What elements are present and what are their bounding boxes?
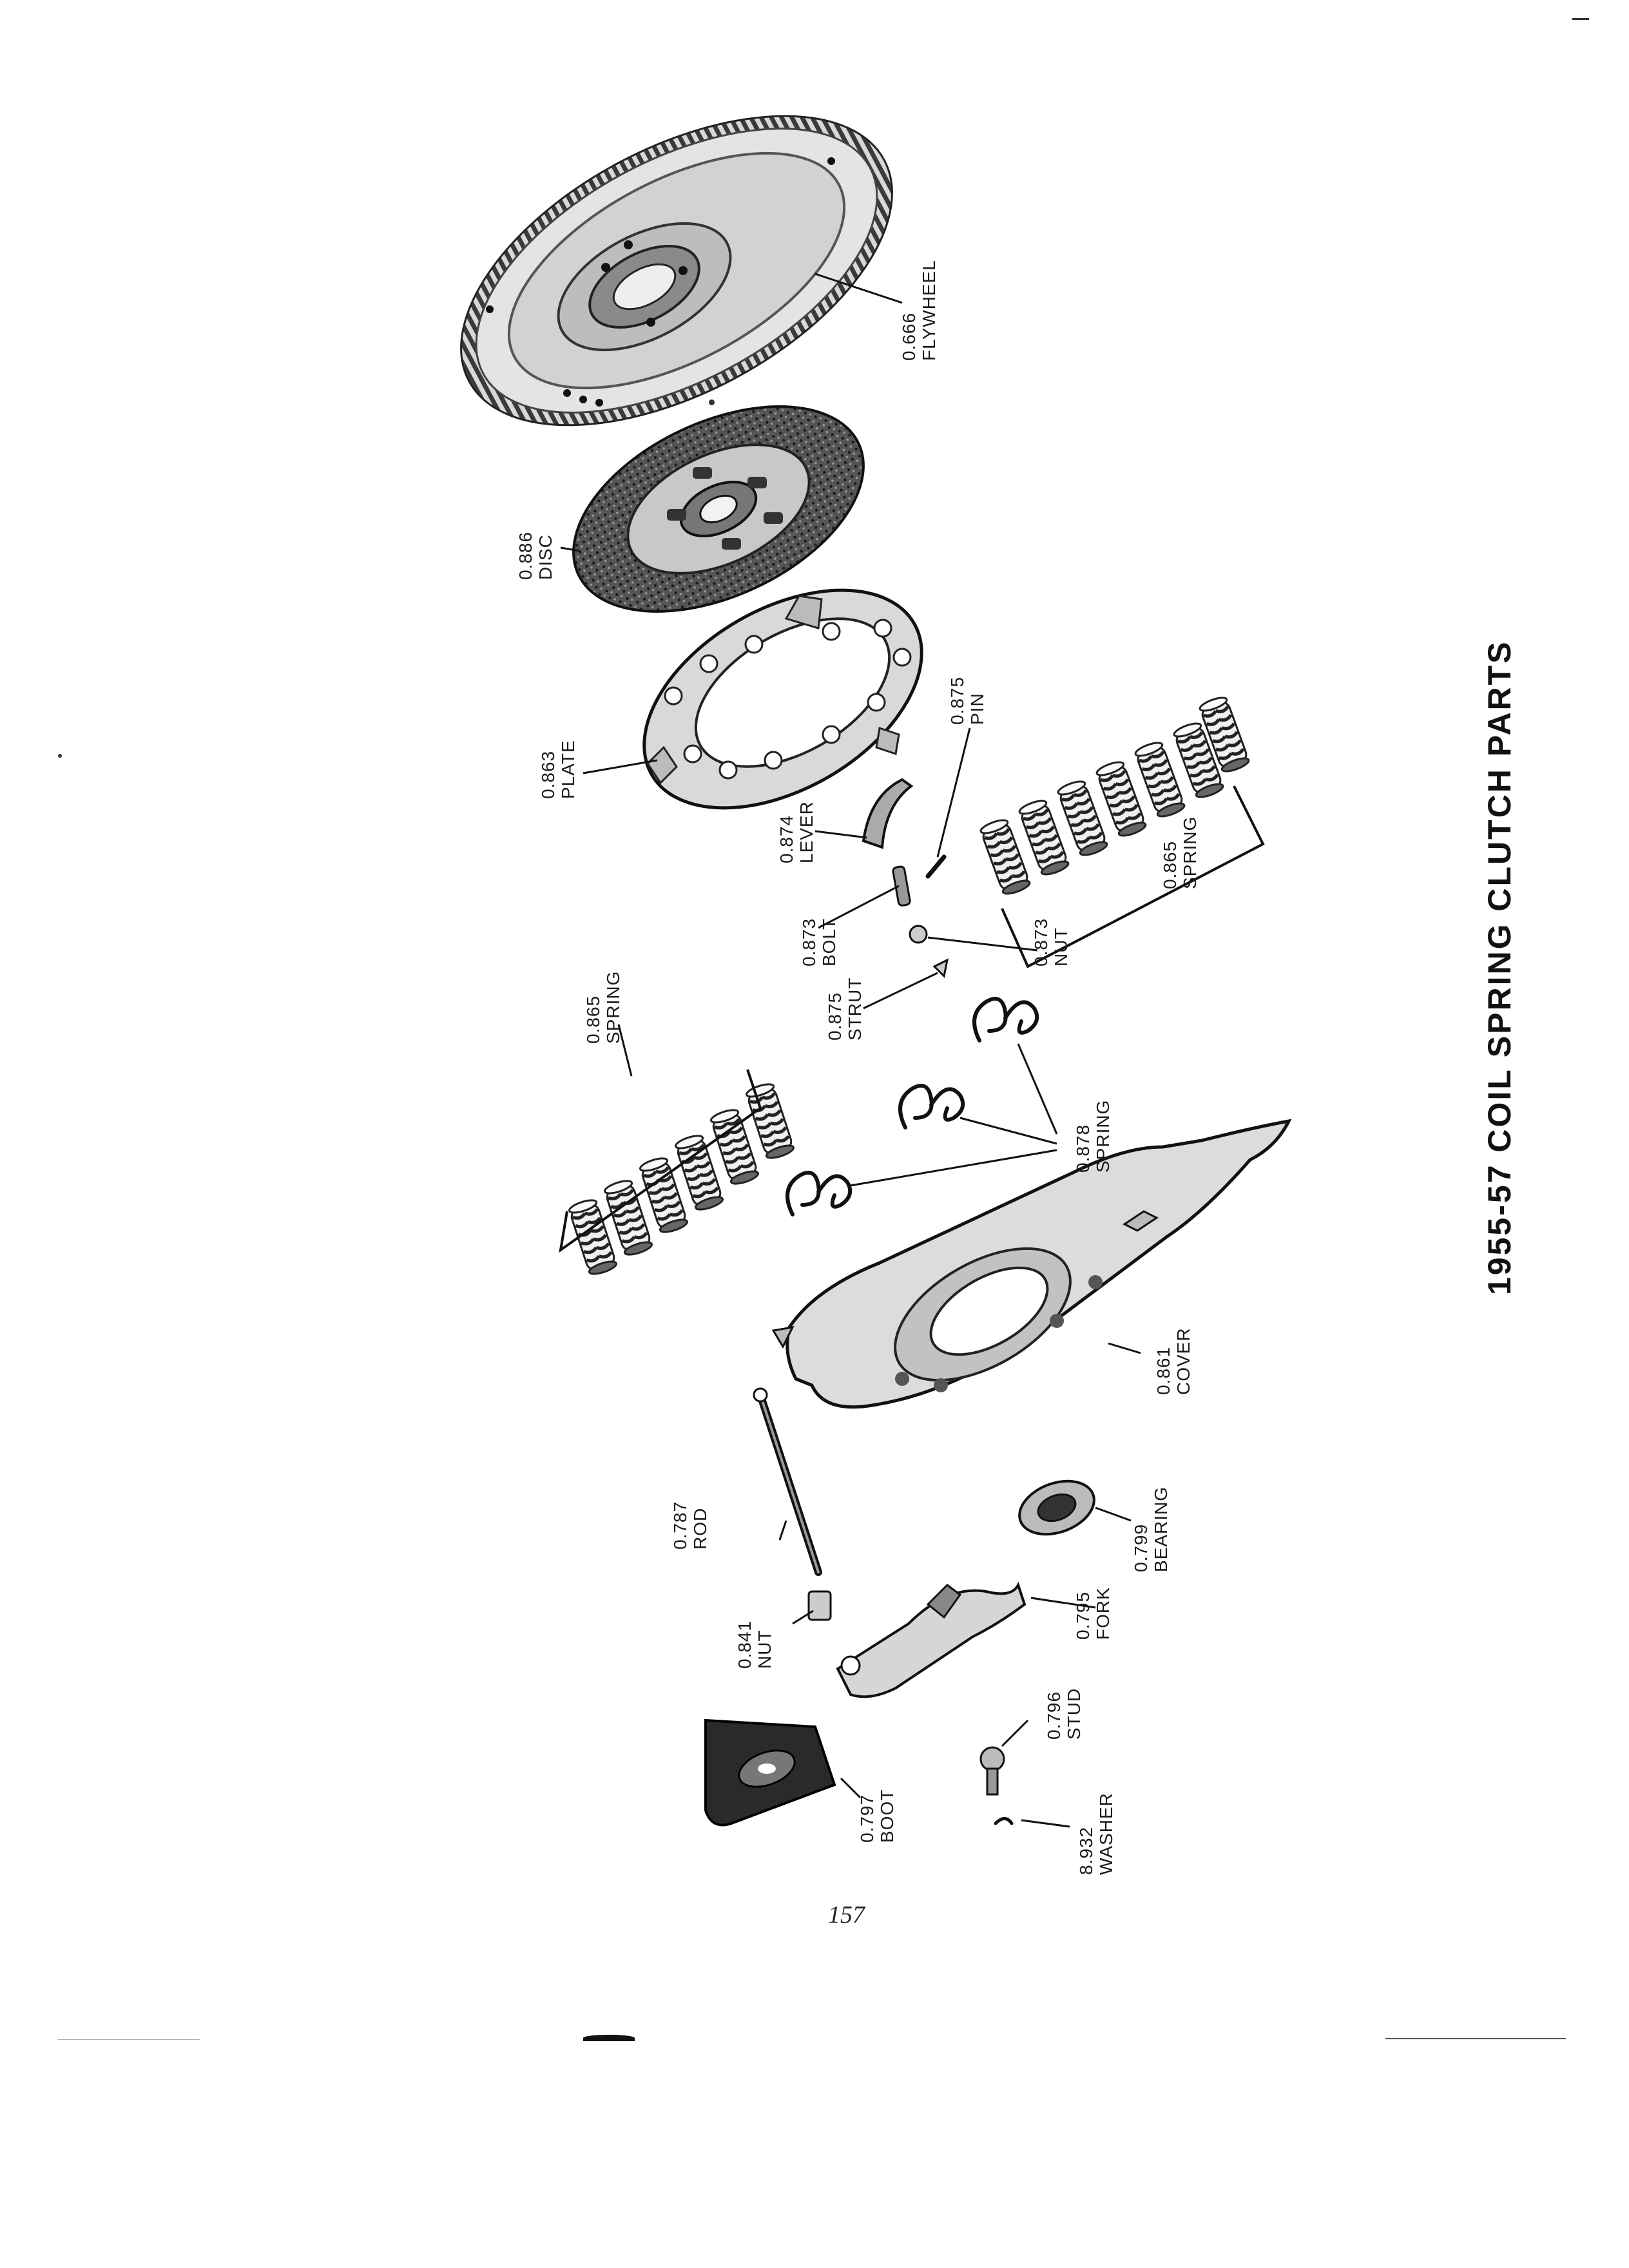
page-number: 157 xyxy=(828,1901,865,1928)
rod-illustration xyxy=(753,1387,822,1576)
flywheel-illustration xyxy=(460,115,893,427)
pin-illustration xyxy=(925,854,947,879)
bolt-illustration xyxy=(892,865,911,907)
spring-right-illustration xyxy=(978,694,1265,968)
boot-illustration xyxy=(704,1718,836,1827)
bearing-illustration xyxy=(1018,1479,1095,1536)
scan-mark xyxy=(1572,18,1589,20)
fork-illustration xyxy=(836,1581,1027,1698)
disc-illustration xyxy=(572,405,865,613)
scan-mark xyxy=(583,2035,635,2041)
scan-mark xyxy=(1385,2038,1566,2039)
scan-mark xyxy=(58,2039,200,2040)
scan-mark xyxy=(709,399,715,405)
washer-illustration xyxy=(994,1817,1014,1825)
spring-left-illustration xyxy=(559,1069,796,1278)
scan-mark xyxy=(58,754,62,758)
strut-illustration xyxy=(932,958,949,979)
leader-lines xyxy=(560,273,1141,1828)
nut-841-illustration xyxy=(807,1590,832,1621)
stud-illustration xyxy=(979,1746,1005,1796)
page-title: 1955-57 COIL SPRING CLUTCH PARTS xyxy=(1481,640,1518,1295)
lever-illustration xyxy=(862,778,914,849)
nut-873-illustration xyxy=(909,925,928,944)
plate-illustration xyxy=(642,588,923,810)
cover-illustration xyxy=(771,1119,1292,1409)
